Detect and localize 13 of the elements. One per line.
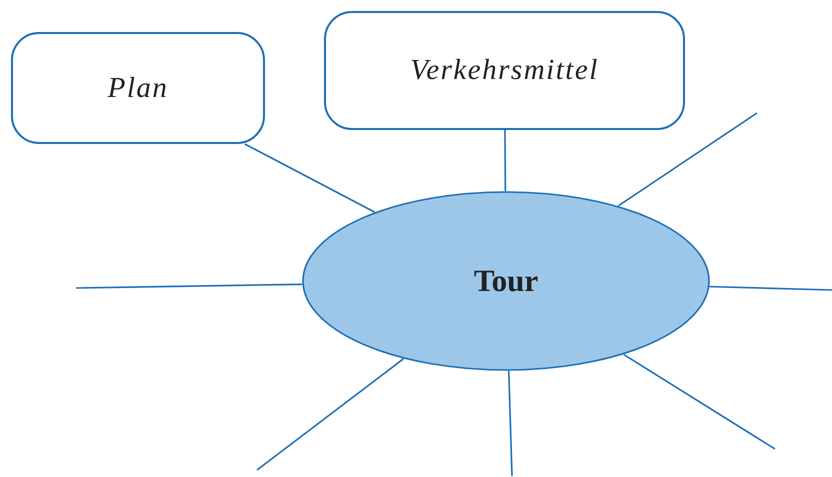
connector-line bbox=[256, 358, 404, 471]
node-label: Tour bbox=[474, 263, 538, 299]
connector-line bbox=[618, 112, 758, 207]
topic-box bbox=[324, 11, 685, 130]
node-label: Plan bbox=[108, 72, 168, 104]
connector-line bbox=[244, 143, 376, 213]
connector-line bbox=[76, 284, 302, 289]
connector-line bbox=[623, 354, 776, 450]
connector-line bbox=[508, 370, 513, 476]
connector-line bbox=[504, 130, 506, 191]
connector-line bbox=[710, 286, 832, 291]
node-label: Verkehrsmittel bbox=[410, 54, 599, 87]
topic-box bbox=[11, 32, 265, 144]
